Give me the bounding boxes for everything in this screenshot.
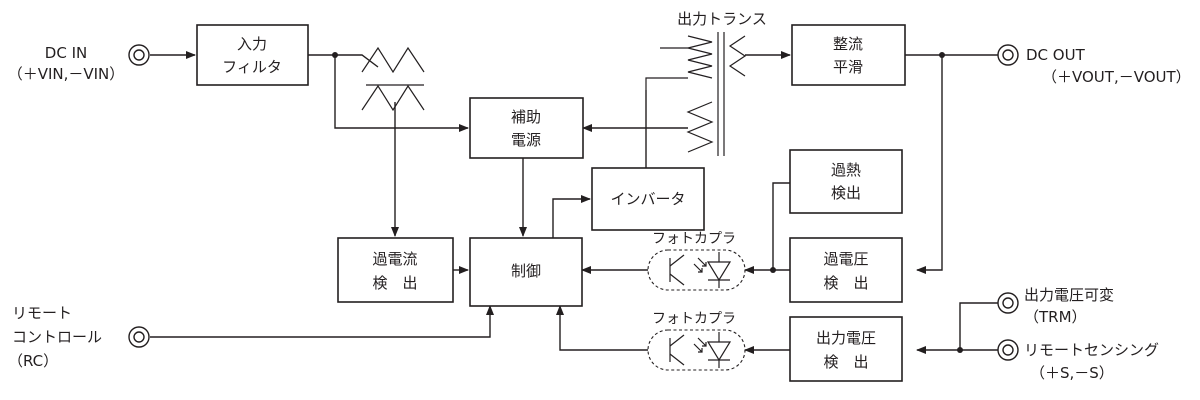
rectifier-label-2: 平滑 <box>833 58 863 76</box>
remote-label-1: リモート <box>12 304 72 322</box>
junction-dot <box>770 267 776 273</box>
overheat-label-2: 検出 <box>831 184 861 202</box>
photocoupler-top-label: フォトカプラ <box>652 231 736 247</box>
output-transformer-label: 出力トランス <box>677 10 767 28</box>
remote-label-2: コントロール <box>12 328 102 346</box>
dc-out-terminal-icon <box>997 44 1019 66</box>
photocoupler-top <box>647 249 746 291</box>
aux-power-label-2: 電源 <box>511 131 541 149</box>
inverter-block: インバータ <box>591 167 705 231</box>
current-transformer-symbol <box>361 46 425 112</box>
junction-dot <box>332 52 338 58</box>
rectifier-block: 整流 平滑 <box>791 24 906 86</box>
overcurrent-label-2: 検 出 <box>372 274 417 292</box>
output-voltage-detect-block: 出力電圧 検 出 <box>789 316 903 382</box>
aux-power-block: 補助 電源 <box>469 97 584 159</box>
photocoupler-bottom-label: フォトカプラ <box>652 311 736 327</box>
overvoltage-label-1: 過電圧 <box>823 250 868 268</box>
input-filter-block: 入力 フィルタ <box>196 24 309 86</box>
aux-power-label-1: 補助 <box>511 108 541 126</box>
trm-label-2: （TRM） <box>1024 308 1087 326</box>
sense-terminal-icon <box>997 339 1019 361</box>
overheat-label-1: 過熱 <box>831 161 861 179</box>
overheat-block: 過熱 検出 <box>789 149 903 214</box>
rectifier-label-1: 整流 <box>833 35 863 53</box>
junction-dot <box>939 52 945 58</box>
control-block: 制御 <box>469 237 583 307</box>
sense-label-1: リモートセンシング <box>1024 341 1159 359</box>
dc-out-pins-label: （＋VOUT,－VOUT） <box>1042 68 1191 86</box>
dc-out-label: DC OUT <box>1026 46 1086 64</box>
trm-terminal-icon <box>997 292 1019 314</box>
dc-in-pins-label: （＋VIN,－VIN） <box>8 65 125 83</box>
output-voltage-label-2: 検 出 <box>823 353 868 371</box>
input-filter-label-1: 入力 <box>237 35 267 53</box>
control-label: 制御 <box>511 262 541 280</box>
remote-control-terminal-icon <box>128 326 150 348</box>
dc-in-label: DC IN <box>45 44 87 62</box>
junction-dot <box>957 347 963 353</box>
inverter-label: インバータ <box>610 190 685 208</box>
remote-label-3: （RC） <box>8 352 58 370</box>
dc-in-terminal-icon <box>128 44 150 66</box>
output-voltage-label-1: 出力電圧 <box>816 329 876 347</box>
overcurrent-label-1: 過電流 <box>372 250 417 268</box>
overcurrent-block: 過電流 検 出 <box>337 237 454 303</box>
wires <box>150 51 998 354</box>
overvoltage-block: 過電圧 検 出 <box>789 237 903 303</box>
output-transformer-symbol <box>645 32 747 156</box>
sense-label-2: （＋S,－S） <box>1030 364 1114 382</box>
trm-label-1: 出力電圧可変 <box>1024 286 1114 304</box>
input-filter-label-2: フィルタ <box>222 58 282 76</box>
overvoltage-label-2: 検 出 <box>823 274 868 292</box>
photocoupler-bottom <box>647 329 746 371</box>
